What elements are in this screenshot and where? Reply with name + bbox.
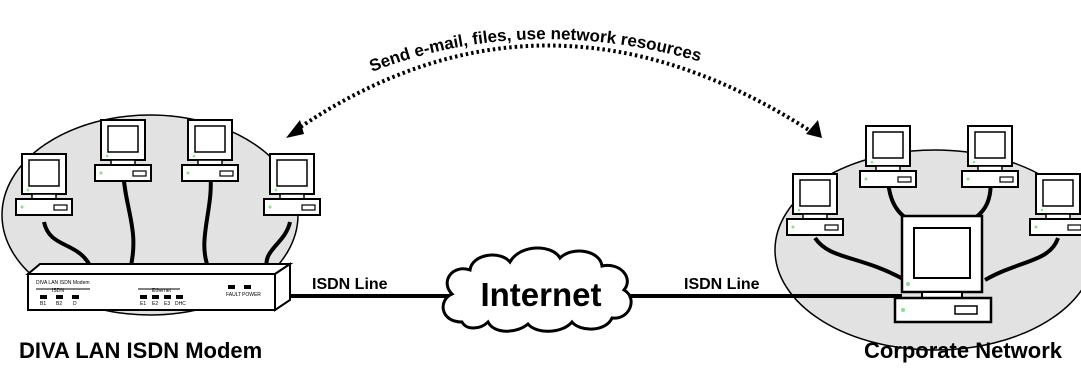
device-port-d: D (73, 301, 77, 307)
device-ethernet-section: Ethernet (152, 288, 172, 294)
internet-cloud: Internet (441, 246, 633, 333)
device-port-e3: E3 (164, 301, 170, 307)
arc-caption: Send e-mail, files, use network resource… (367, 24, 704, 76)
diva-lan-isdn-modem-device: DIVA LAN ISDN Modem ISDN Ethernet B1 B2 … (25, 262, 294, 312)
right-pc-3 (961, 125, 1019, 188)
arrowhead-right (806, 120, 822, 138)
left-pc-4 (263, 153, 321, 216)
device-led-power: POWER (242, 292, 261, 298)
device-name-text: DIVA LAN ISDN Modem (36, 280, 90, 286)
device-port-e1: E1 (140, 301, 146, 307)
arrowhead-left (286, 120, 304, 138)
right-network-label: Corporate Network (864, 338, 1063, 363)
left-pc-3 (181, 119, 239, 182)
corporate-server (893, 214, 993, 324)
device-port-dhc: DHC (175, 301, 186, 307)
data-flow-arc (286, 43, 822, 138)
left-isdn-line-label: ISDN Line (312, 276, 388, 293)
device-led-fault: FAULT (226, 292, 241, 298)
device-port-b1: B1 (40, 301, 46, 307)
right-pc-4 (1029, 173, 1081, 236)
left-pc-1 (15, 153, 73, 216)
right-isdn-line-label: ISDN Line (684, 276, 760, 293)
left-pc-2 (94, 119, 152, 182)
left-device-label: DIVA LAN ISDN Modem (19, 338, 262, 363)
device-port-b2: B2 (56, 301, 62, 307)
device-isdn-section: ISDN (52, 288, 64, 294)
right-pc-1 (786, 173, 844, 236)
right-pc-2 (859, 125, 917, 188)
device-port-e2: E2 (152, 301, 158, 307)
internet-label: Internet (480, 276, 601, 313)
